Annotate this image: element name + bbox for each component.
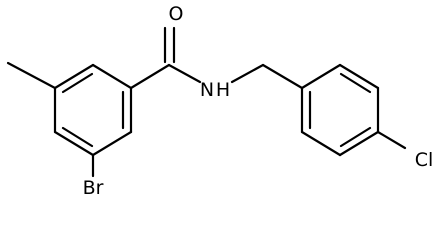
n-methylene-bond <box>230 63 265 84</box>
ring-bond <box>300 63 342 90</box>
chlorine-atom-label: Cl <box>415 149 434 171</box>
oxygen-atom-label: O <box>169 3 184 25</box>
ring-bond <box>53 130 95 157</box>
nitrogen-atom-label: N <box>200 79 214 101</box>
ring-bond <box>91 63 133 90</box>
methylene-aryl-bond <box>261 63 304 90</box>
aryl-carbonyl-bond <box>129 63 171 90</box>
ring-bond <box>300 130 342 157</box>
chlorobenzene-ring <box>300 63 380 157</box>
ring-bond <box>53 63 95 90</box>
bromo-methyl-benzene-ring <box>53 63 133 157</box>
ring-bond <box>91 130 133 157</box>
methyl-bond <box>6 61 57 90</box>
ring-double-bond <box>61 72 94 94</box>
ring-double-bond <box>339 126 372 148</box>
hydrogen-atom-label: H <box>216 79 230 101</box>
chlorine-bond <box>376 130 407 150</box>
ring-bond <box>338 130 380 157</box>
molecule-structure: Br O N H Cl <box>6 3 434 199</box>
ring-double-bond <box>61 126 94 148</box>
bromine-atom-label: Br <box>83 177 104 199</box>
ring-double-bond <box>339 72 372 94</box>
amide-bond <box>167 63 202 84</box>
ring-bond <box>338 63 380 90</box>
